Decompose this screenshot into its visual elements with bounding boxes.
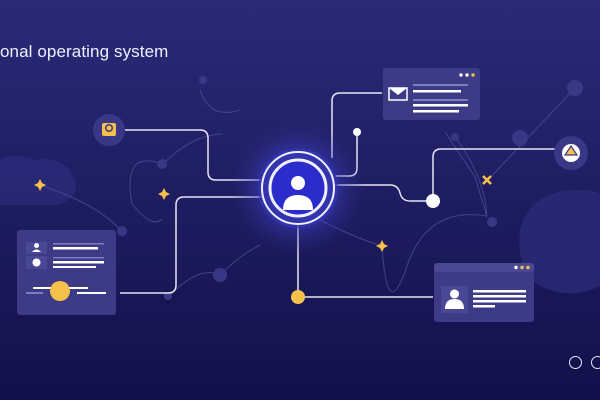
user-icon	[283, 176, 313, 210]
slider[interactable]	[26, 281, 106, 301]
node-dot-yellow	[291, 290, 305, 304]
user-icon	[445, 289, 464, 309]
node-dot	[353, 128, 361, 136]
envelope-icon	[388, 87, 408, 101]
cloud-shape	[519, 190, 600, 294]
hub-outer-ring	[261, 151, 335, 225]
slider-handle[interactable]	[50, 281, 70, 301]
carousel-dot-2[interactable]	[591, 356, 600, 369]
team-icon	[102, 123, 116, 136]
profile-card[interactable]	[434, 263, 534, 322]
faint-nodes	[117, 76, 583, 300]
avatar-icon	[32, 258, 41, 267]
node-dot	[426, 194, 440, 208]
profile-list-card[interactable]	[17, 230, 116, 315]
x-sparkle-icon	[482, 175, 492, 185]
mail-card[interactable]	[383, 68, 480, 120]
carousel-dot-1[interactable]	[569, 356, 582, 369]
cloud-shape	[0, 156, 76, 205]
hero-headline: onal operating system	[0, 42, 169, 61]
sparkle-icons	[34, 179, 388, 252]
user-icon	[34, 243, 39, 248]
main-connections	[120, 92, 555, 298]
